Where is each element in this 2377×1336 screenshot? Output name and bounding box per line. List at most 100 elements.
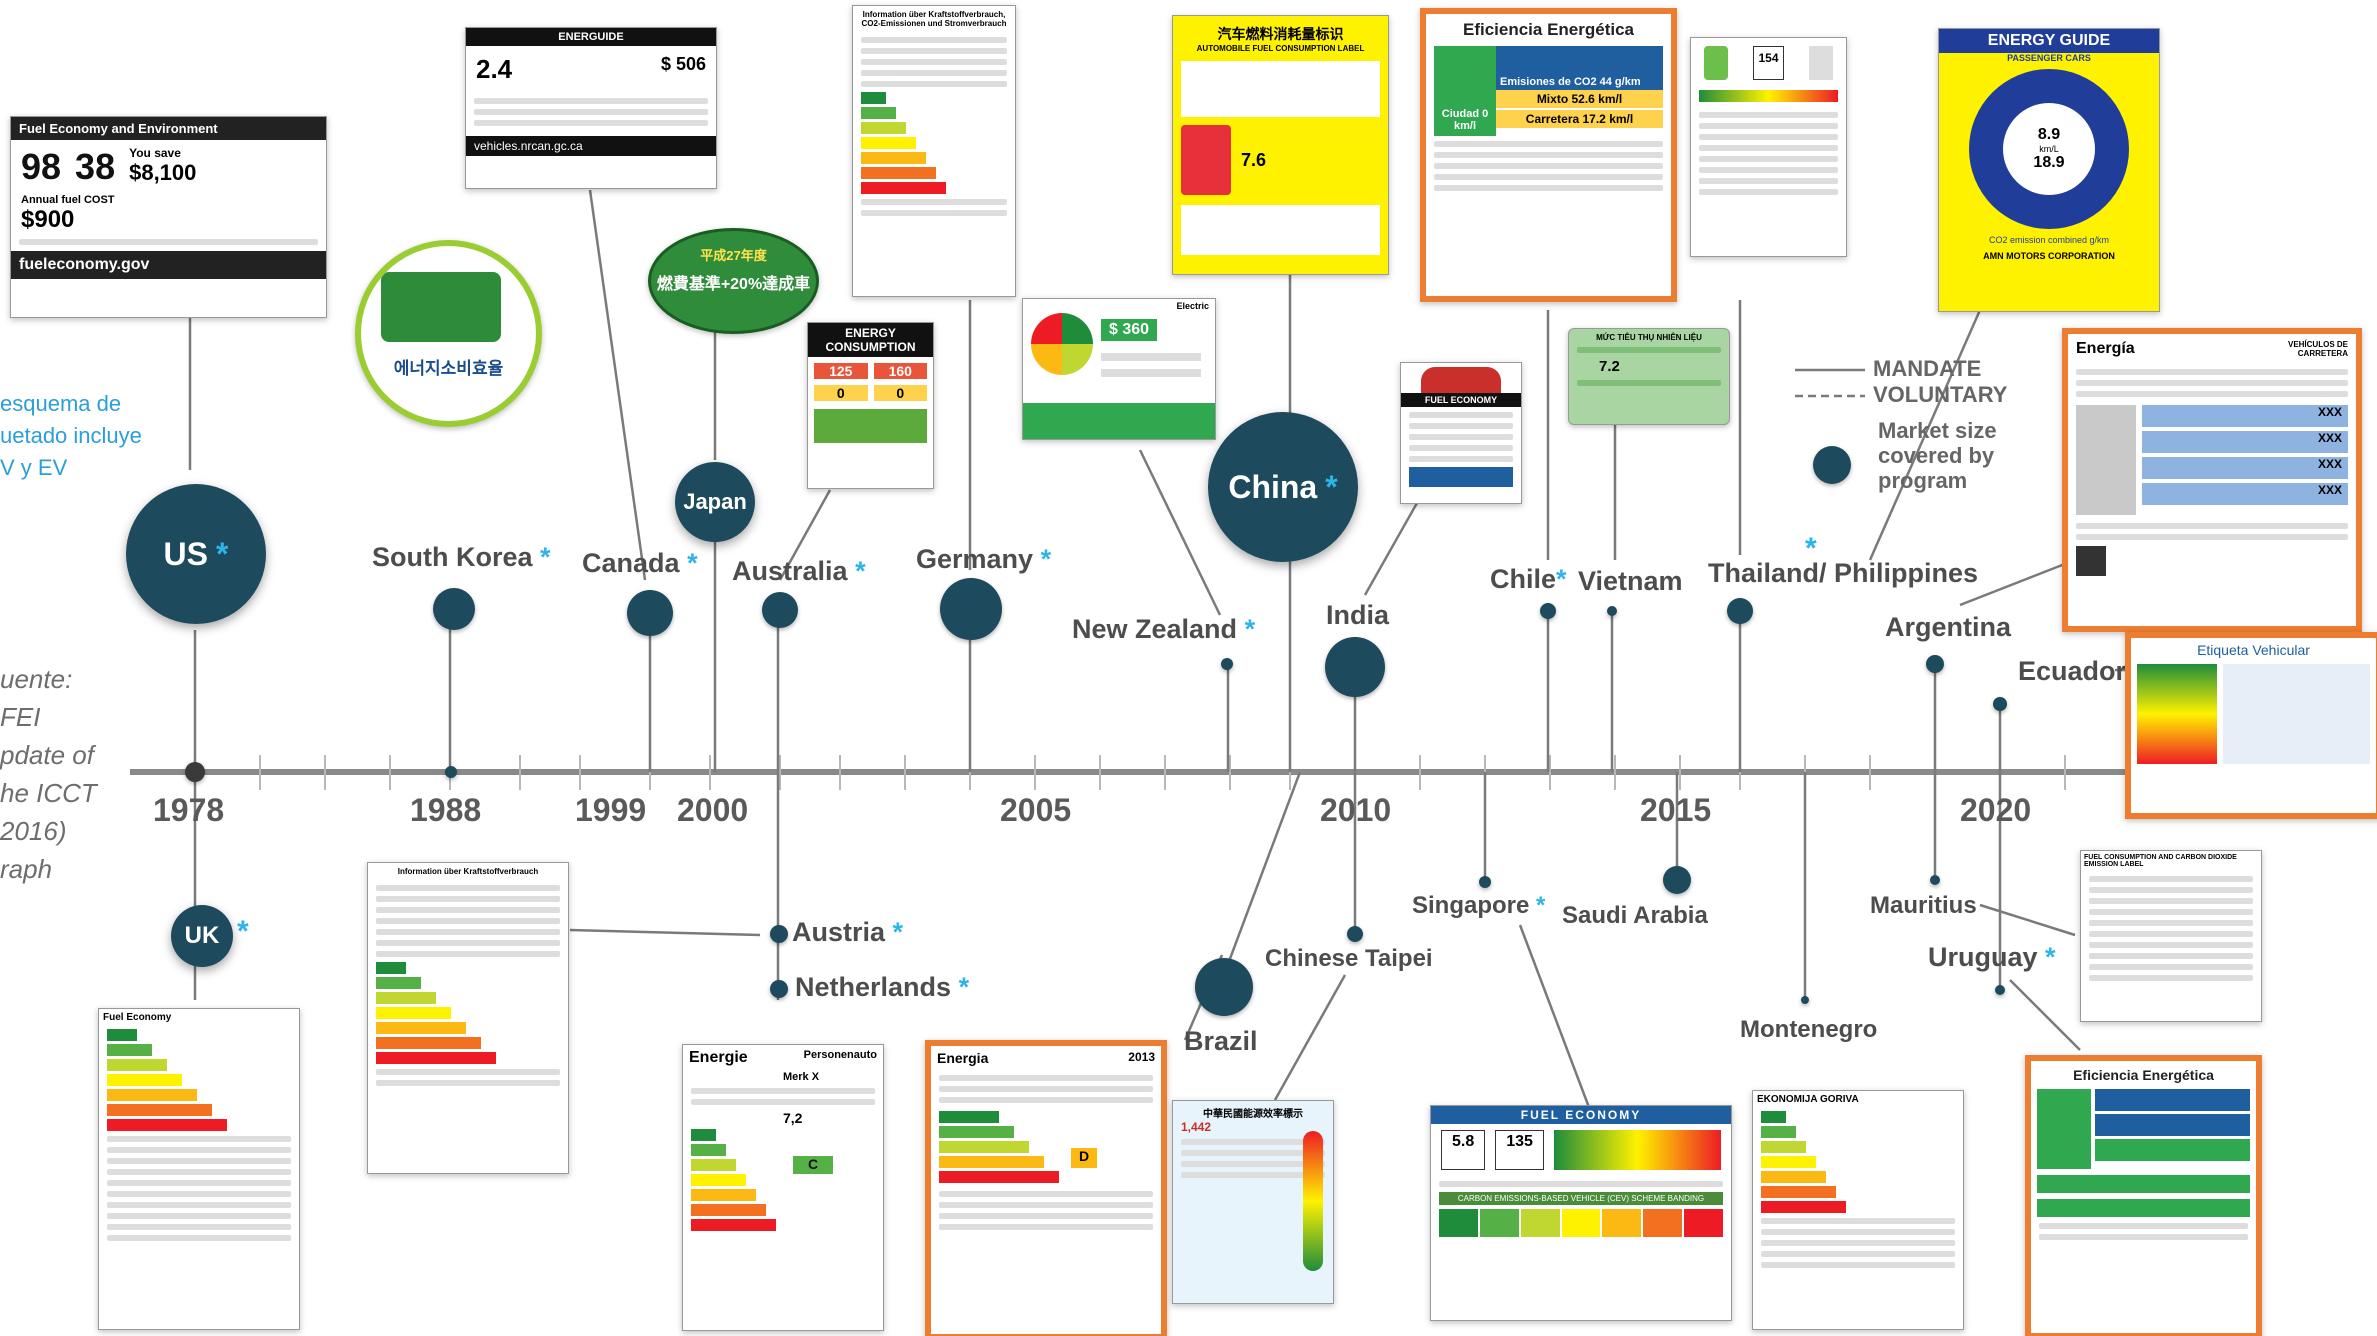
label-austria: Austria * [792,917,903,948]
dot-australia [762,592,798,628]
label-india: India [1326,600,1390,630]
label-image-title: Fuel Economy [103,1012,172,1023]
year-2010: 2010 [1320,792,1392,828]
label-brazil: Brazil [1184,1026,1258,1056]
country-label: Japan [683,489,747,514]
star-marker: * [540,542,551,572]
fuel-value: 7.2 [1599,358,1620,375]
label-image-argentina: Energía VEHÍCULOS DE CARRETERA XXX XXX X… [2062,328,2362,632]
mpg-value: 38 [75,146,116,187]
label-image-uruguay: Eficiencia Energética [2025,1055,2262,1336]
label-image-japan: 平成27年度 燃費基準+20%達成車 [648,228,819,334]
dot-uruguay [1995,985,2005,995]
label-year: 2013 [1128,1050,1155,1064]
label-image-thailand: 154 [1690,37,1847,257]
dot-india [1325,637,1385,697]
label-image-us: Fuel Economy and Environment 98 38 You s… [10,116,327,318]
korea-text: 에너지소비효율 [393,359,504,378]
label-argentina: Argentina [1885,612,2012,642]
band-title: CARBON EMISSIONS-BASED VEHICLE (CEV) SCH… [1439,1192,1723,1205]
label-ecuador: Ecuador [2018,656,2127,686]
label-image-title: Energie [689,1049,748,1066]
source-line: raph [0,854,53,884]
xxx-value: XXX [2142,483,2348,505]
country-label: China [1228,468,1318,505]
label-chile: Chile* [1490,564,1567,595]
star-marker: * [1040,544,1052,574]
dot-germany [940,578,1002,640]
dot-austria [770,925,788,943]
country-label: Netherlands [795,972,952,1002]
label-image-montenegro: EKONOMIJA GORIVA [1752,1090,1964,1330]
year-2000: 2000 [677,792,749,828]
dot-thailand [1727,598,1753,624]
dot-singapore [1479,876,1491,888]
mixed-value: Mixto 52.6 km/l [1496,90,1663,108]
year-2015: 2015 [1640,792,1712,828]
source-line: FEI [0,702,41,732]
label-image-title: FUEL CONSUMPTION AND CARBON DIOXIDE EMIS… [2084,854,2237,868]
label-canada: Canada * [582,548,698,579]
bubble-japan: Japan [675,462,755,542]
star-marker: * [687,548,698,578]
uk-star: * [237,915,249,948]
country-label: South Korea [372,542,533,572]
year-2020: 2020 [1960,792,2032,828]
esquema-note: esquema de uetado incluye V y EV [0,388,142,484]
country-label: UK [184,922,220,949]
taipei-value: 1,442 [1181,1120,1212,1134]
annual-cost-label: Annual fuel COST [21,194,115,206]
label-image-subtitle: VEHÍCULOS DE CARRETERA [2287,340,2348,358]
label-montenegro: Montenegro [1740,1016,1878,1043]
co2-label: CO2 emission combined g/km [1988,235,2110,245]
label-image-south-korea: 에너지소비효율 [355,240,542,427]
esquema-line: uetado incluye [0,423,142,448]
star-marker: * [958,972,970,1002]
label-thailand-philippines: Thailand/ Philippines [1708,558,1979,588]
dot-vietnam [1607,606,1617,616]
consumption-value: 160 [873,363,927,379]
label-image-australia: ENERGY CONSUMPTION 125 160 0 0 [807,322,934,489]
label-singapore: Singapore * [1412,892,1545,920]
label-image-india: FUEL ECONOMY [1400,362,1522,504]
country-label: Germany [916,544,1034,574]
site-url: vehicles.nrcan.gc.ca [466,136,716,156]
corporation: AMN MOTORS CORPORATION [1983,251,2115,261]
country-label: US [163,535,208,572]
label-image-title: Information über Kraftstoffverbrauch, CO… [861,10,1007,28]
label-image-title: Information über Kraftstoffverbrauch [397,867,539,876]
label-image-title: EKONOMIJA GORIVA [1757,1094,1859,1105]
label-image-chile: Eficiencia Energética Ciudad 0 km/l Emis… [1420,8,1677,302]
legend-voluntary: VOLUNTARY [1873,382,2008,407]
country-label: Chile [1490,564,1557,594]
dot-chile [1540,603,1556,619]
co2-value: 154 [1753,46,1784,80]
dot-1988 [445,766,457,778]
label-image-title: Eficiencia Energética [1462,20,1635,39]
label-image-title: Etiqueta Vehicular [2197,642,2310,658]
year-1978: 1978 [153,792,225,828]
city-value: Ciudad 0 km/l [1434,46,1496,136]
brand: Merk X [783,1071,820,1083]
thailand-star: * [1805,532,1817,565]
label-image-new-zealand: Electric $ 360 [1022,298,1216,440]
country-label: New Zealand [1072,614,1238,644]
bubble-us: US* [126,484,266,624]
label-south-korea: South Korea * [372,542,551,573]
xxx-value: XXX [2142,405,2348,427]
label-image-uk: Fuel Economy [98,1008,300,1330]
savings-label: You save [129,146,181,160]
consumption-value: 0 [873,385,927,401]
source-note: uente: FEI pdate of he ICCT 2016) raph [0,660,97,888]
dot-argentina [1926,655,1944,673]
label-image-ecuador: Etiqueta Vehicular [2125,632,2377,819]
dot-1978 [185,762,205,782]
cost-value: $ 506 [660,54,706,74]
dot-ecuador [1993,697,2007,711]
xxx-value: XXX [2142,431,2348,453]
annual-cost-value: $900 [21,206,75,233]
label-image-title: Energia [937,1050,989,1066]
fuel-value: 2.4 [476,54,513,84]
label-image-vietnam: MỨC TIÊU THỤ NHIÊN LIỆU 7.2 [1568,328,1730,425]
